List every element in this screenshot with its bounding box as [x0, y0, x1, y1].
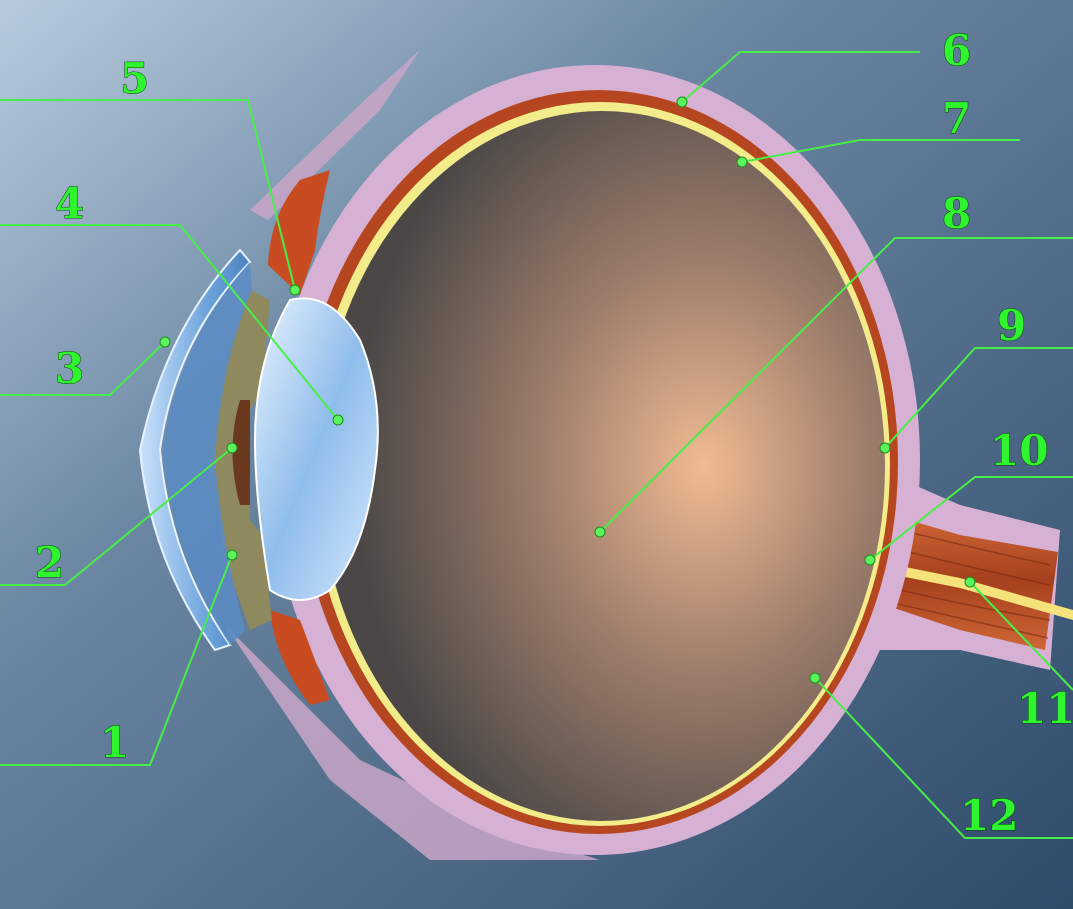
- vitreous-body: [319, 111, 885, 821]
- leader-dot-8: [595, 527, 605, 537]
- label-2: 2: [35, 538, 64, 587]
- label-6: 6: [942, 26, 971, 75]
- leader-dot-6: [677, 97, 687, 107]
- label-12: 12: [960, 791, 1018, 840]
- leader-dot-9: [880, 443, 890, 453]
- leader-dot-11: [965, 577, 975, 587]
- leader-dot-2: [227, 443, 237, 453]
- leader-dot-7: [737, 157, 747, 167]
- label-4: 4: [55, 179, 84, 228]
- label-11: 11: [1017, 684, 1073, 733]
- leader-dot-4: [333, 415, 343, 425]
- label-9: 9: [997, 301, 1026, 350]
- label-5: 5: [120, 54, 149, 103]
- leader-dot-5: [290, 285, 300, 295]
- leader-dot-12: [810, 673, 820, 683]
- label-10: 10: [990, 426, 1048, 475]
- label-3: 3: [55, 344, 84, 393]
- leader-dot-10: [865, 555, 875, 565]
- label-7: 7: [942, 94, 971, 143]
- leader-dot-3: [160, 337, 170, 347]
- label-1: 1: [100, 718, 129, 767]
- leader-dot-1: [227, 550, 237, 560]
- label-8: 8: [942, 189, 971, 238]
